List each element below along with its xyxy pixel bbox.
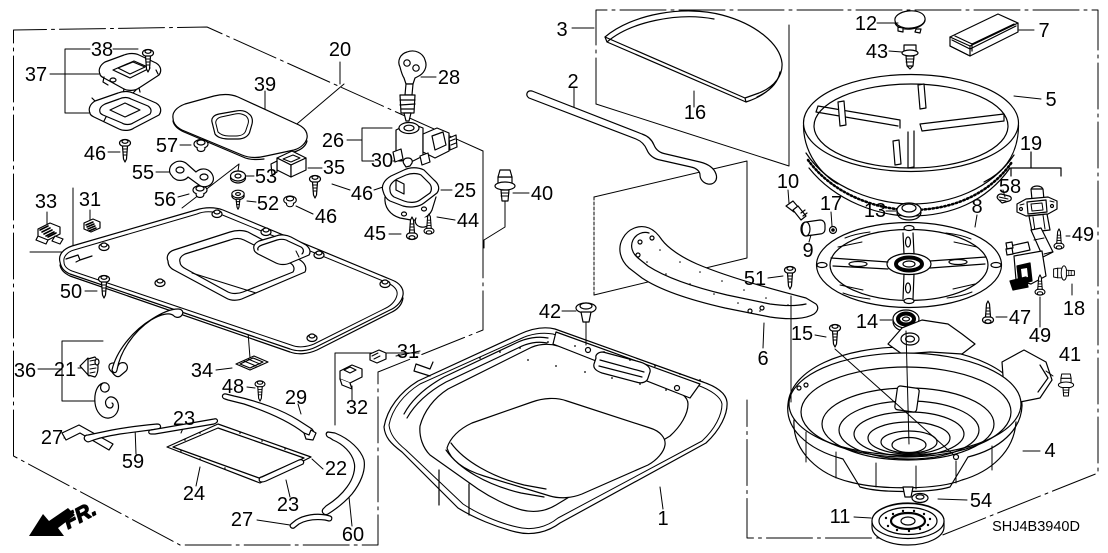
svg-text:47: 47: [1009, 307, 1031, 329]
svg-text:SHJ4B3940D: SHJ4B3940D: [992, 519, 1080, 535]
svg-text:35: 35: [323, 157, 345, 179]
svg-text:32: 32: [346, 397, 368, 419]
svg-text:42: 42: [539, 301, 561, 323]
svg-text:26: 26: [322, 130, 344, 152]
svg-text:57: 57: [156, 135, 178, 157]
svg-text:29: 29: [285, 387, 307, 409]
svg-text:37: 37: [25, 64, 47, 86]
svg-text:4: 4: [1044, 440, 1055, 462]
svg-text:FR.: FR.: [60, 497, 101, 533]
svg-text:22: 22: [325, 458, 347, 480]
svg-text:55: 55: [132, 162, 154, 184]
svg-text:49: 49: [1072, 224, 1094, 246]
svg-text:59: 59: [122, 451, 144, 473]
svg-text:46: 46: [351, 183, 373, 205]
svg-text:12: 12: [855, 13, 877, 35]
svg-text:46: 46: [315, 206, 337, 228]
svg-text:18: 18: [1063, 298, 1085, 320]
svg-text:17: 17: [820, 193, 842, 215]
svg-text:10: 10: [777, 171, 799, 193]
svg-text:36: 36: [14, 360, 36, 382]
svg-text:33: 33: [35, 191, 57, 213]
svg-text:15: 15: [791, 323, 813, 345]
svg-text:27: 27: [41, 427, 63, 449]
svg-text:51: 51: [744, 268, 766, 290]
svg-text:50: 50: [60, 281, 82, 303]
svg-text:28: 28: [438, 67, 460, 89]
svg-text:19: 19: [1020, 133, 1042, 155]
svg-text:14: 14: [856, 311, 878, 333]
svg-text:27: 27: [231, 509, 253, 531]
svg-text:58: 58: [999, 176, 1021, 198]
svg-text:9: 9: [802, 240, 813, 262]
svg-text:44: 44: [457, 210, 479, 232]
svg-text:24: 24: [183, 483, 205, 505]
svg-text:31: 31: [79, 189, 101, 211]
svg-text:39: 39: [254, 74, 276, 96]
svg-text:1: 1: [657, 508, 668, 530]
svg-text:60: 60: [342, 524, 364, 546]
svg-text:41: 41: [1059, 344, 1081, 366]
svg-text:8: 8: [971, 196, 982, 218]
svg-text:45: 45: [364, 223, 386, 245]
svg-text:11: 11: [830, 506, 851, 528]
svg-text:13: 13: [864, 200, 886, 222]
svg-text:46: 46: [84, 143, 106, 165]
svg-text:56: 56: [154, 189, 176, 211]
svg-text:38: 38: [91, 39, 113, 61]
svg-text:16: 16: [684, 102, 706, 124]
svg-text:43: 43: [866, 41, 888, 63]
svg-text:25: 25: [454, 180, 476, 202]
svg-text:48: 48: [222, 376, 244, 398]
svg-text:23: 23: [277, 494, 299, 516]
svg-text:49: 49: [1029, 325, 1051, 347]
svg-text:5: 5: [1045, 89, 1056, 111]
svg-text:40: 40: [531, 183, 553, 205]
svg-text:21: 21: [54, 359, 76, 381]
svg-text:54: 54: [970, 490, 992, 512]
svg-text:3: 3: [556, 19, 567, 41]
svg-text:20: 20: [329, 39, 351, 61]
svg-text:34: 34: [191, 360, 213, 382]
svg-text:7: 7: [1038, 20, 1049, 42]
svg-text:30: 30: [371, 150, 393, 172]
svg-text:31: 31: [397, 341, 419, 363]
svg-text:23: 23: [173, 408, 195, 430]
svg-text:6: 6: [757, 348, 768, 370]
svg-text:52: 52: [257, 193, 279, 215]
svg-text:2: 2: [567, 71, 578, 93]
svg-text:53: 53: [255, 166, 277, 188]
